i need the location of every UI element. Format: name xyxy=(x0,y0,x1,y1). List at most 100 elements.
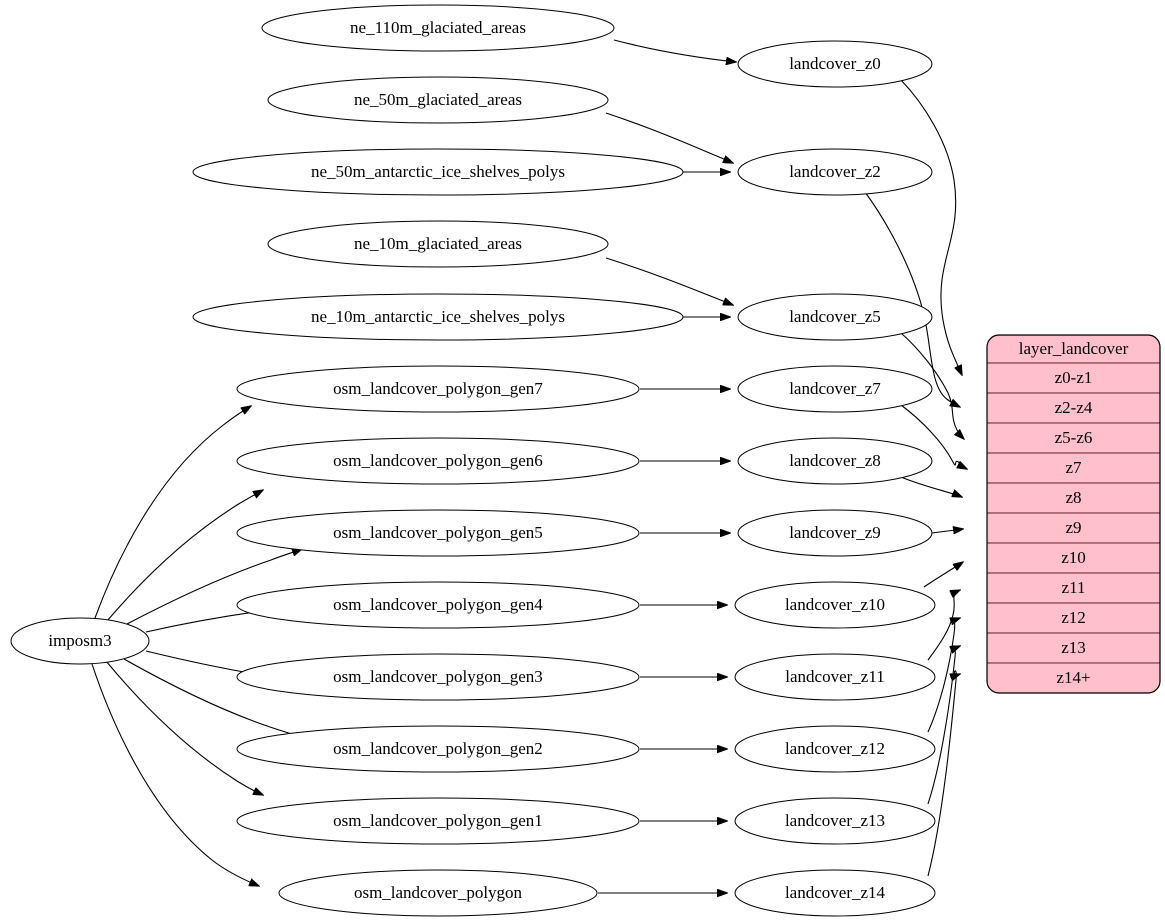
node-shape-ellipse xyxy=(737,293,933,341)
node-ne_110m_glaciated_areas[interactable]: ne_110m_glaciated_areas xyxy=(261,4,615,52)
table-row-z2-z4[interactable]: z2-z4 xyxy=(987,392,1160,424)
node-osm_landcover_polygon_gen4[interactable]: osm_landcover_polygon_gen4 xyxy=(236,581,640,629)
table-row-label: z0-z1 xyxy=(1055,368,1093,387)
node-label: osm_landcover_polygon_gen2 xyxy=(333,739,543,758)
node-landcover_z0[interactable]: landcover_z0 xyxy=(737,40,933,88)
table-row-rect xyxy=(987,542,1160,574)
table-header-rect xyxy=(987,335,1160,364)
node-ne_50m_glaciated_areas[interactable]: ne_50m_glaciated_areas xyxy=(267,76,609,124)
node-landcover_z10[interactable]: landcover_z10 xyxy=(734,581,936,629)
table-row-label: z13 xyxy=(1061,638,1086,657)
table-row-rect xyxy=(987,662,1160,693)
node-shape-ellipse xyxy=(267,76,609,124)
table-row-label: z7 xyxy=(1065,458,1082,477)
node-osm_landcover_polygon_gen1[interactable]: osm_landcover_polygon_gen1 xyxy=(236,797,640,845)
edge-imposm3-to-osm_landcover_polygon_gen1 xyxy=(105,660,263,795)
node-shape-ellipse xyxy=(261,4,615,52)
edge-landcover_z12-to-row_z12 xyxy=(927,618,960,733)
node-landcover_z8[interactable]: landcover_z8 xyxy=(737,437,933,485)
node-shape-ellipse xyxy=(734,725,936,773)
node-shape-ellipse xyxy=(192,293,684,341)
table-row-z9[interactable]: z9 xyxy=(987,512,1160,544)
node-shape-ellipse xyxy=(236,509,640,557)
node-osm_landcover_polygon_gen7[interactable]: osm_landcover_polygon_gen7 xyxy=(236,365,640,413)
table-row-z12[interactable]: z12 xyxy=(987,602,1160,634)
table-row-rect xyxy=(987,632,1160,664)
table-row-z5-z6[interactable]: z5-z6 xyxy=(987,422,1160,454)
table-row-rect xyxy=(987,572,1160,604)
node-landcover_z11[interactable]: landcover_z11 xyxy=(734,653,936,701)
node-label: ne_10m_antarctic_ice_shelves_polys xyxy=(311,307,565,326)
edge-imposm3-to-osm_landcover_polygon_gen6 xyxy=(106,490,263,622)
table-row-z8[interactable]: z8 xyxy=(987,482,1160,514)
node-label: osm_landcover_polygon_gen5 xyxy=(333,523,543,542)
node-osm_landcover_polygon_gen5[interactable]: osm_landcover_polygon_gen5 xyxy=(236,509,640,557)
node-landcover_z2[interactable]: landcover_z2 xyxy=(737,148,933,196)
edge-landcover_z9-to-row_z9 xyxy=(931,529,963,533)
node-landcover_z14[interactable]: landcover_z14 xyxy=(734,869,936,917)
node-shape-ellipse xyxy=(10,617,150,665)
node-label: ne_50m_glaciated_areas xyxy=(354,90,522,109)
table-row-label: z11 xyxy=(1062,578,1086,597)
node-label: landcover_z5 xyxy=(789,307,881,326)
table-row-z11[interactable]: z11 xyxy=(987,572,1160,604)
node-landcover_z5[interactable]: landcover_z5 xyxy=(737,293,933,341)
node-label: osm_landcover_polygon xyxy=(354,883,523,902)
node-shape-ellipse xyxy=(734,869,936,917)
node-shape-ellipse xyxy=(734,581,936,629)
edges-layer xyxy=(91,39,967,893)
node-ne_10m_antarctic_ice_shelves_polys[interactable]: ne_10m_antarctic_ice_shelves_polys xyxy=(192,293,684,341)
node-label: ne_50m_antarctic_ice_shelves_polys xyxy=(311,162,565,181)
table-row-label: z9 xyxy=(1065,518,1081,537)
edge-ne_10m_glaciated_areas-to-landcover_z5 xyxy=(605,257,733,305)
node-label: osm_landcover_polygon_gen7 xyxy=(333,379,543,398)
node-label: landcover_z7 xyxy=(789,379,881,398)
table-row-z13[interactable]: z13 xyxy=(987,632,1160,664)
node-osm_landcover_polygon_gen6[interactable]: osm_landcover_polygon_gen6 xyxy=(236,437,640,485)
node-shape-ellipse xyxy=(737,509,933,557)
node-shape-ellipse xyxy=(192,148,684,196)
edge-imposm3-to-osm_landcover_polygon_gen5 xyxy=(124,549,302,626)
edge-imposm3-to-osm_landcover_polygon xyxy=(91,663,259,886)
table-header-cell: layer_landcover xyxy=(987,335,1160,364)
edge-landcover_z11-to-row_z11 xyxy=(927,590,960,661)
node-label: landcover_z8 xyxy=(789,451,881,470)
node-shape-ellipse xyxy=(236,653,640,701)
node-label: osm_landcover_polygon_gen6 xyxy=(333,451,543,470)
table-row-label: z14+ xyxy=(1056,668,1090,687)
node-shape-ellipse xyxy=(236,437,640,485)
node-imposm3[interactable]: imposm3 xyxy=(10,617,150,665)
table-row-z0-z1[interactable]: z0-z1 xyxy=(987,362,1160,394)
table-row-label: z2-z4 xyxy=(1055,398,1093,417)
table-row-label: z5-z6 xyxy=(1055,428,1093,447)
node-landcover_z13[interactable]: landcover_z13 xyxy=(734,797,936,845)
table-row-rect xyxy=(987,452,1160,484)
edge-landcover_z10-to-row_z10 xyxy=(923,562,963,588)
node-ne_50m_antarctic_ice_shelves_polys[interactable]: ne_50m_antarctic_ice_shelves_polys xyxy=(192,148,684,196)
table-row-rect xyxy=(987,392,1160,424)
node-label: landcover_z12 xyxy=(785,739,885,758)
node-label: landcover_z13 xyxy=(785,811,885,830)
table-row-z7[interactable]: z7 xyxy=(987,452,1160,484)
table-row-label: z12 xyxy=(1061,608,1086,627)
edge-imposm3-to-osm_landcover_polygon_gen7 xyxy=(94,406,251,619)
node-osm_landcover_polygon_gen2[interactable]: osm_landcover_polygon_gen2 xyxy=(236,725,640,773)
edge-landcover_z14-to-row_z14+ xyxy=(927,670,960,877)
layer-table-cells: layer_landcover z0-z1 z2-z4 z5-z6 z7 z8 z9 z10 z… xyxy=(987,335,1160,693)
node-osm_landcover_polygon_gen3[interactable]: osm_landcover_polygon_gen3 xyxy=(236,653,640,701)
table-row-z14+[interactable]: z14+ xyxy=(987,662,1160,693)
node-landcover_z7[interactable]: landcover_z7 xyxy=(737,365,933,413)
edge-landcover_z5-to-row_z5-z6 xyxy=(900,332,964,439)
table-row-z10[interactable]: z10 xyxy=(987,542,1160,574)
table-row-label: z10 xyxy=(1061,548,1086,567)
node-osm_landcover_polygon[interactable]: osm_landcover_polygon xyxy=(278,869,598,917)
node-ne_10m_glaciated_areas[interactable]: ne_10m_glaciated_areas xyxy=(267,220,609,268)
node-label: ne_10m_glaciated_areas xyxy=(354,234,522,253)
node-shape-ellipse xyxy=(734,797,936,845)
node-landcover_z12[interactable]: landcover_z12 xyxy=(734,725,936,773)
node-shape-ellipse xyxy=(734,653,936,701)
node-shape-ellipse xyxy=(236,797,640,845)
node-landcover_z9[interactable]: landcover_z9 xyxy=(737,509,933,557)
node-shape-ellipse xyxy=(737,40,933,88)
